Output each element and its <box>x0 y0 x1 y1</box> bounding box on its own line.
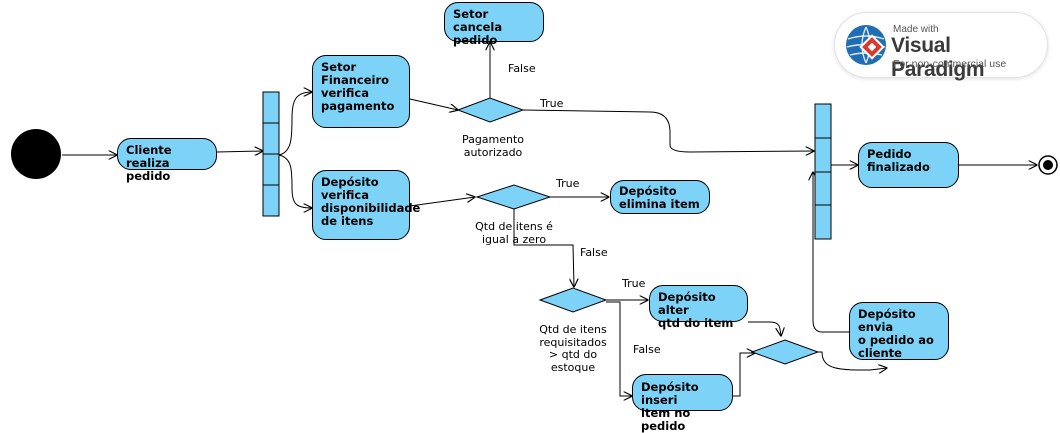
decision-qtd-requisitados <box>538 287 608 313</box>
flow-merge-to-envia <box>818 351 887 370</box>
fork-bar <box>262 91 280 217</box>
visual-paradigm-logo-icon <box>846 25 886 65</box>
guard-req-true: True <box>622 277 646 290</box>
decision-label-qtd-requisitados: Qtd de itens requisitados > qtd do estoq… <box>539 323 607 374</box>
action-deposito-verifica-disponibilidade: Depósito verifica disponibilidade de ite… <box>312 170 420 240</box>
guard-zero-false: False <box>580 246 608 259</box>
action-cliente-realiza-pedido: Cliente realiza pedido <box>117 138 217 183</box>
visual-paradigm-watermark: Made with Visual Paradigm For non-commer… <box>834 12 1048 81</box>
diagram-connectors <box>11 0 1058 416</box>
flow-pagamento-true <box>522 109 814 152</box>
flow-deposito-to-zero <box>409 197 475 207</box>
flow-fork-to-financeiro <box>278 92 312 156</box>
merge-node <box>750 339 820 365</box>
flow-alter-to-merge <box>748 321 781 336</box>
action-deposito-inseri-item: Depósito inseri item no pedido <box>632 374 733 433</box>
guard-req-false: False <box>633 343 661 356</box>
action-deposito-envia-pedido: Depósito envia o pedido ao cliente <box>849 302 949 360</box>
watermark-made-with: Made with <box>893 24 939 35</box>
final-node-core <box>1043 160 1053 170</box>
watermark-note: For non-commercial use <box>893 58 1007 70</box>
decision-label-pagamento: Pagamento autorizado <box>461 133 525 159</box>
guard-pagamento-false: False <box>508 62 536 75</box>
flow-fork-to-deposito <box>278 154 312 208</box>
initial-node <box>11 129 61 179</box>
guard-zero-true: True <box>556 177 580 190</box>
guard-pagamento-true: True <box>540 97 564 110</box>
watermark-brand: Visual Paradigm <box>891 34 985 81</box>
flow-inseri-to-merge <box>733 353 755 397</box>
join-bar <box>814 103 832 240</box>
action-setor-cancela-pedido: Setor cancela pedido <box>444 2 544 47</box>
action-deposito-alter-qtd: Depósito alter qtd do item <box>649 285 748 330</box>
flow-req-false <box>606 301 632 396</box>
flow-zero-false <box>513 209 574 287</box>
decision-label-qtd-zero: Qtd de itens é igual a zero <box>475 220 553 246</box>
action-setor-financeiro-verifica: Setor Financeiro verifica pagamento <box>312 55 410 128</box>
decision-pagamento <box>456 97 525 123</box>
flow-cliente-to-fork <box>216 151 263 152</box>
action-deposito-elimina-item: Depósito elimina item <box>610 180 710 214</box>
flow-envia-to-join <box>813 172 849 333</box>
flow-financeiro-to-pagamento <box>409 98 458 110</box>
decision-qtd-zero <box>475 184 552 210</box>
activity-diagram: Cliente realiza pedido Setor Financeiro … <box>11 0 1058 433</box>
action-pedido-finalizado: Pedido finalizado <box>858 142 959 188</box>
